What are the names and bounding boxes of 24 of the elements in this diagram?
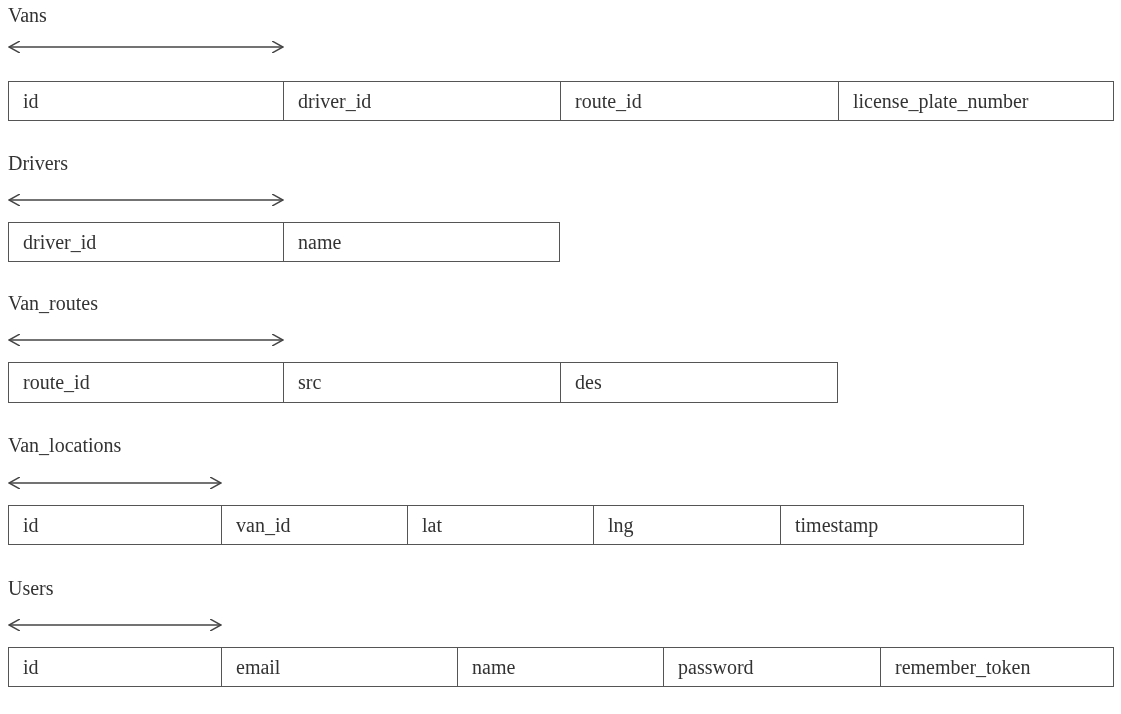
table-cell: timestamp (780, 505, 1024, 545)
table-cell: des (560, 362, 838, 403)
table-cell: route_id (8, 362, 285, 403)
table-cell: license_plate_number (838, 81, 1114, 121)
table-cell: name (283, 222, 560, 262)
table-cell: src (283, 362, 562, 403)
table-cell: id (8, 505, 223, 545)
table-cell: van_id (221, 505, 409, 545)
table-cell: driver_id (8, 222, 285, 262)
table-cell: lng (593, 505, 782, 545)
table-cell: driver_id (283, 81, 562, 121)
table-cell: id (8, 647, 223, 687)
table-title: Drivers (8, 151, 68, 175)
table-cell: id (8, 81, 285, 121)
table-cell: email (221, 647, 459, 687)
table-title: Users (8, 576, 54, 600)
table-cell: password (663, 647, 882, 687)
table-cell: name (457, 647, 665, 687)
table-cell: lat (407, 505, 595, 545)
table-title: Vans (8, 3, 47, 27)
table-cell: route_id (560, 81, 840, 121)
table-title: Van_locations (8, 433, 122, 457)
table-cell: remember_token (880, 647, 1114, 687)
table-title: Van_routes (8, 291, 98, 315)
